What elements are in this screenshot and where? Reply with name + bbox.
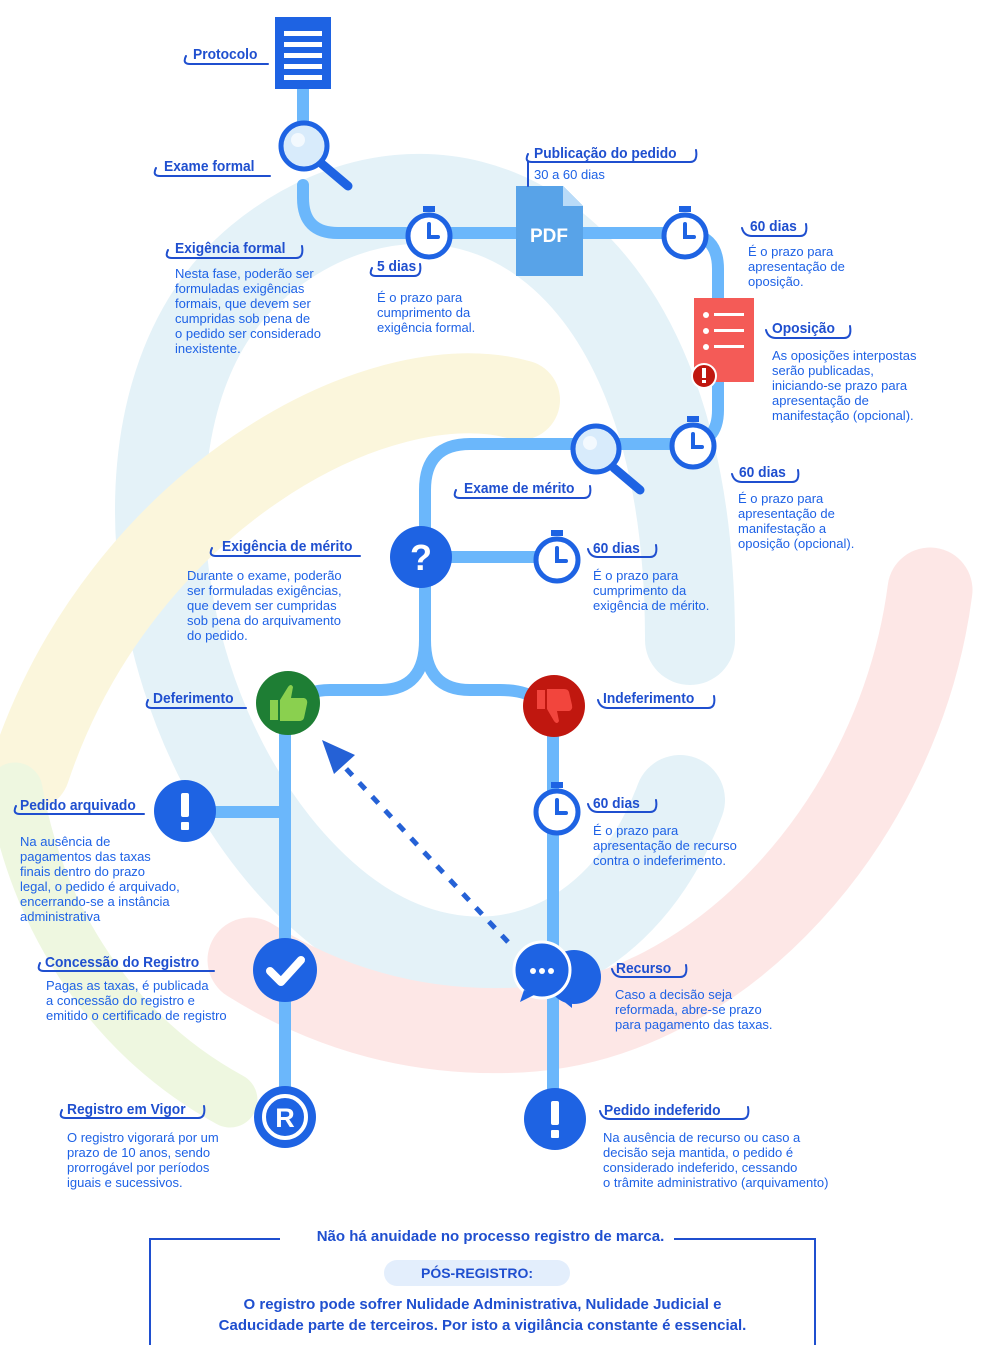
exclamation-icon — [524, 1088, 586, 1150]
exigencia-formal-desc: Nesta fase, poderão ser formuladas exigê… — [175, 266, 321, 356]
question-icon: ? — [390, 526, 452, 588]
pedido-indeferido-desc: Na ausência de recurso ou caso a decisão… — [603, 1130, 829, 1190]
prazo-60-merito-label: 60 dias — [593, 540, 640, 557]
pdf-icon: PDF — [516, 186, 583, 276]
stopwatch-icon — [660, 206, 710, 260]
publicacao-label: Publicação do pedido — [534, 145, 677, 162]
registro-vigor-desc: O registro vigorará por um prazo de 10 a… — [67, 1130, 219, 1190]
recurso-label: Recurso — [616, 960, 672, 977]
recurso-desc: Caso a decisão seja reformada, abre-se p… — [615, 987, 773, 1032]
exigencia-formal-label: Exigência formal — [175, 240, 286, 257]
oposicao-desc: As oposições interpostas serão publicada… — [772, 348, 917, 423]
arrowhead — [322, 740, 355, 774]
footer-note: O registro pode sofrer Nulidade Administ… — [218, 1296, 747, 1334]
stopwatch-icon — [532, 782, 582, 836]
prazo-60-manifestacao-label: 60 dias — [739, 464, 786, 481]
magnifier-icon — [570, 422, 646, 496]
exigencia-merito-desc: Durante o exame, poderão ser formuladas … — [187, 568, 342, 643]
svg-text:PDF: PDF — [530, 226, 568, 247]
footer-title: Não há anuidade no processo registro de … — [0, 1228, 981, 1246]
chat-bubbles-icon — [512, 940, 604, 1008]
prazo-5-desc: É o prazo para cumprimento da exigência … — [377, 290, 476, 335]
pedido-arquivado-desc: Na ausência de pagamentos das taxas fina… — [20, 834, 180, 924]
prazo-60-merito-desc: É o prazo para cumprimento da exigência … — [593, 568, 710, 613]
exigencia-merito-label: Exigência de mérito — [222, 538, 353, 555]
svg-text:?: ? — [410, 537, 432, 578]
document-icon — [275, 17, 331, 89]
thumbs-up-icon — [256, 671, 320, 735]
exclamation-icon — [154, 780, 216, 842]
prazo-60-oposicao-desc: É o prazo para apresentação de oposição. — [748, 244, 845, 289]
deferimento-label: Deferimento — [153, 690, 234, 707]
indeferimento-label: Indeferimento — [603, 690, 695, 707]
prazo-60-manifestacao-desc: É o prazo para apresentação de manifesta… — [738, 491, 855, 551]
stopwatch-icon — [404, 206, 454, 260]
thumbs-down-icon — [523, 675, 585, 737]
pos-registro-badge: PÓS-REGISTRO: — [384, 1260, 570, 1286]
pedido-arquivado-label: Pedido arquivado — [20, 797, 136, 814]
protocolo-label: Protocolo — [193, 46, 258, 63]
checkmark-icon — [253, 938, 317, 1002]
exame-formal-label: Exame formal — [164, 158, 255, 175]
prazo-5-label: 5 dias — [377, 258, 417, 275]
concessao-desc: Pagas as taxas, é publicada a concessão … — [46, 978, 227, 1023]
return-dashed-arrow — [336, 758, 510, 944]
list-document-icon — [690, 298, 758, 390]
concessao-label: Concessão do Registro — [45, 954, 200, 971]
registro-vigor-label: Registro em Vigor — [67, 1101, 186, 1118]
stopwatch-icon — [532, 530, 582, 584]
magnifier-icon — [278, 120, 354, 192]
publicacao-sub: 30 a 60 dias — [534, 167, 605, 182]
exame-merito-label: Exame de mérito — [464, 480, 575, 497]
stopwatch-icon — [668, 416, 718, 470]
registered-icon: R — [254, 1086, 316, 1148]
prazo-60-recurso-desc: É o prazo para apresentação de recurso c… — [593, 823, 737, 868]
footer-title-text: Não há anuidade no processo registro de … — [306, 1228, 675, 1245]
prazo-60-recurso-label: 60 dias — [593, 795, 640, 812]
pedido-indeferido-label: Pedido indeferido — [604, 1102, 721, 1119]
prazo-60-oposicao-label: 60 dias — [750, 218, 797, 235]
oposicao-label: Oposição — [772, 320, 835, 337]
svg-text:R: R — [275, 1103, 295, 1133]
